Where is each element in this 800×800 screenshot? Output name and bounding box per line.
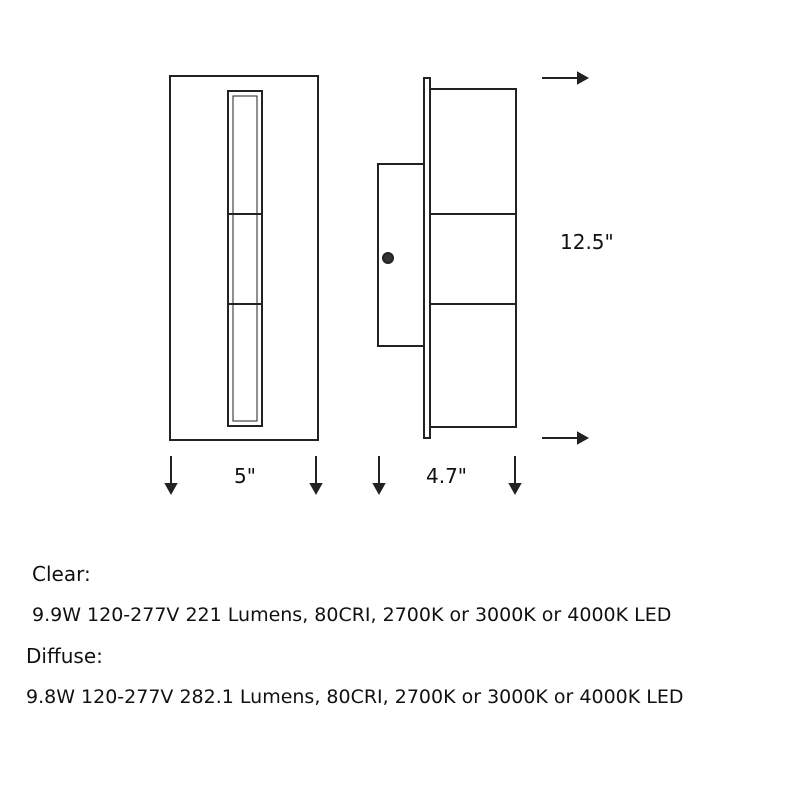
side-screw — [382, 252, 394, 264]
front-view — [169, 75, 319, 441]
spec-diffuse-label: Diffuse: — [26, 644, 103, 668]
spec-diffuse-detail: 9.8W 120-277V 282.1 Lumens, 80CRI, 2700K… — [26, 686, 684, 708]
width-dimension-marks — [164, 456, 323, 496]
side-view — [377, 77, 517, 439]
height-label: 12.5" — [560, 230, 614, 254]
spec-clear-detail: 9.9W 120-277V 221 Lumens, 80CRI, 2700K o… — [32, 604, 672, 626]
front-light-channel — [227, 90, 263, 427]
spec-clear-label: Clear: — [32, 562, 91, 586]
width-label: 5" — [234, 464, 256, 488]
height-dimension-marks — [542, 71, 590, 445]
depth-dimension-marks — [372, 456, 522, 496]
front-body — [169, 75, 319, 441]
front-light-channel-inner — [232, 95, 258, 422]
side-housing — [429, 88, 517, 428]
depth-label: 4.7" — [426, 464, 468, 488]
